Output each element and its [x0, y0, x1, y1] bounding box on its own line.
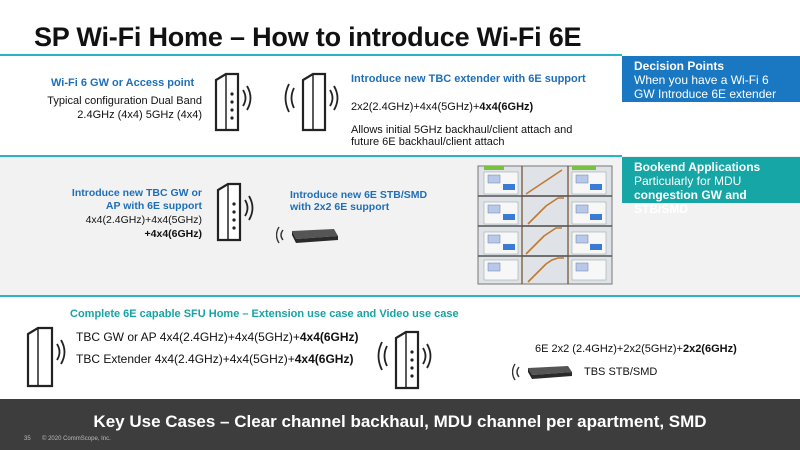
sfu-stb-config-prefix: 6E 2x2 (2.4GHz)+2x2(5GHz)+: [535, 343, 683, 355]
tbc-extender-config-6ghz: 4x4(6GHz): [479, 101, 534, 113]
sfu-stb-icon: [512, 363, 572, 381]
bookend-applications-heading: Bookend Applications: [634, 160, 761, 174]
stb-6e-heading-line2: with 2x2 6E support: [290, 201, 390, 213]
wifi6-gw-config-line2: 2.4GHz (4x4) 5GHz (4x4): [77, 109, 202, 121]
decision-points-line1: When you have a Wi-Fi 6: [634, 73, 769, 87]
bookend-applications-line1: Particularly for MDU: [634, 174, 742, 188]
router-icon: [214, 72, 252, 132]
copyright-notice: © 2020 CommScope, Inc.: [42, 436, 111, 442]
tbc-extender-note-line2: future 6E backhaul/client attach: [351, 136, 505, 148]
sfu-gw-config-prefix: TBC GW or AP 4x4(2.4GHz)+4x4(5GHz)+: [76, 330, 300, 344]
page-number: 35: [24, 436, 31, 442]
sfu-extender-config-6ghz: 4x4(6GHz): [294, 352, 354, 366]
tbc-gw-6e-heading-line2: AP with 6E support: [105, 200, 202, 212]
sfu-home-heading: Complete 6E capable SFU Home – Extension…: [70, 308, 459, 320]
stb-6e-heading-line1: Introduce new 6E STB/SMD: [290, 189, 428, 201]
sfu-gw-router-icon: [26, 326, 66, 388]
wifi6-gw-heading: Wi-Fi 6 GW or Access point: [51, 77, 195, 89]
section2-bottom-divider: [0, 295, 800, 297]
tbc-gw-6e-config-line2: +4x4(6GHz): [144, 228, 202, 240]
decision-points-line2: GW Introduce 6E extender: [634, 87, 777, 101]
sfu-extender-config-prefix: TBC Extender 4x4(2.4GHz)+4x4(5GHz)+: [76, 352, 295, 366]
tbc-extender-heading: Introduce new TBC extender with 6E suppo…: [351, 73, 586, 85]
apartment-building-illustration: [477, 165, 613, 285]
sfu-stb-config-6ghz: 2x2(6GHz): [682, 343, 737, 355]
section2-top-divider: [0, 155, 622, 157]
tbc-gw-6e-router-icon: [216, 182, 254, 242]
tbc-extender-icon: [284, 72, 339, 132]
stb-6e-icon: [276, 226, 338, 244]
sfu-gw-config-6ghz: 4x4(6GHz): [299, 330, 359, 344]
footer-bar: [0, 399, 800, 450]
bookend-applications-panel: Bookend Applications Particularly for MD…: [622, 157, 800, 216]
sfu-extender-config: TBC Extender 4x4(2.4GHz)+4x4(5GHz)+4x4(6…: [76, 352, 353, 366]
title-divider: [0, 54, 622, 56]
tbc-extender-config-prefix: 2x2(2.4GHz)+4x4(5GHz)+: [351, 101, 480, 113]
sfu-gw-config: TBC GW or AP 4x4(2.4GHz)+4x4(5GHz)+4x4(6…: [76, 330, 359, 344]
tbc-extender-note-line1: Allows initial 5GHz backhaul/client atta…: [351, 124, 573, 136]
sfu-stb-config: 6E 2x2 (2.4GHz)+2x2(5GHz)+2x2(6GHz): [535, 343, 737, 355]
tbc-gw-6e-config-line1: 4x4(2.4GHz)+4x4(5GHz): [85, 214, 202, 226]
footer-key-use-cases: Key Use Cases – Clear channel backhaul, …: [93, 412, 707, 431]
decision-points-heading: Decision Points: [634, 59, 725, 73]
sfu-extender-icon: [377, 330, 432, 390]
tbc-extender-config: 2x2(2.4GHz)+4x4(5GHz)+4x4(6GHz): [351, 101, 533, 113]
sfu-stb-label: TBS STB/SMD: [584, 366, 658, 378]
bookend-applications-line2: congestion GW and STB/SMD: [634, 188, 747, 216]
decision-points-panel: Decision Points When you have a Wi-Fi 6 …: [622, 56, 800, 102]
wifi6-gw-config-line1: Typical configuration Dual Band: [47, 95, 202, 107]
tbc-gw-6e-heading-line1: Introduce new TBC GW or: [71, 187, 202, 199]
slide-title: SP Wi-Fi Home – How to introduce Wi-Fi 6…: [34, 22, 582, 52]
